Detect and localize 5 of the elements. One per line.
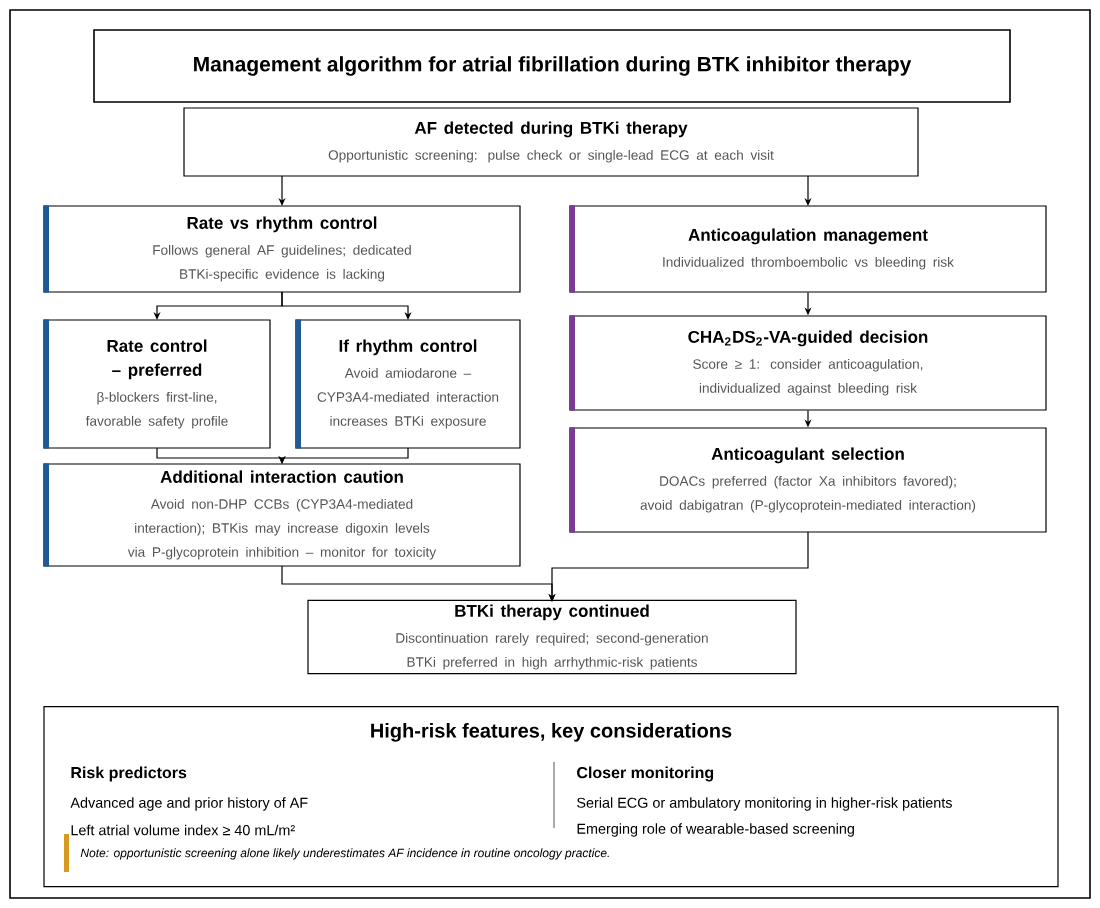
column-heading: Closer monitoring bbox=[577, 766, 714, 782]
title-box: Management algorithm for atrial fibrillation during BTK inhibitor therapy bbox=[93, 29, 1011, 103]
arrow bbox=[156, 447, 286, 464]
column-heading: Risk predictors bbox=[71, 766, 187, 782]
arrow bbox=[281, 291, 412, 320]
